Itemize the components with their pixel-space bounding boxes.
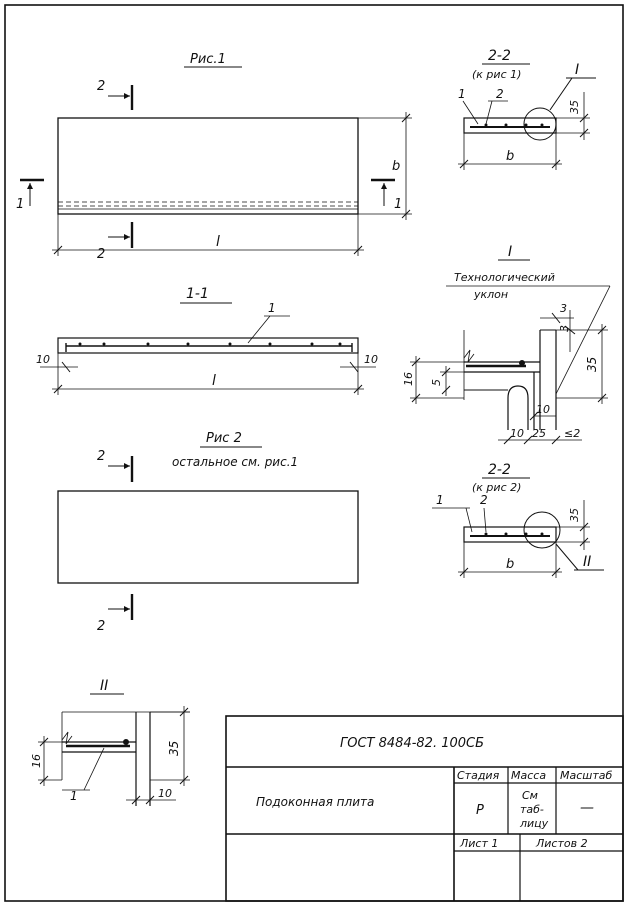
titleblock-code: ГОСТ 8484-82. 100СБ [340, 736, 484, 751]
sec22b-callout-label: II [583, 554, 591, 570]
detailII-dim-35: 35 [167, 741, 181, 756]
titleblock-header-mass: Масса [511, 769, 546, 782]
detailI-note-line2: уклон [473, 288, 508, 301]
section-1-1: 1-1 1 10 10 l [36, 286, 378, 395]
sec11-dim-10-left: 10 [36, 353, 50, 366]
titleblock-value-mass-2: таб- [520, 803, 544, 816]
fig2-section-2-bottom-label: 2 [97, 619, 105, 634]
fig2-subtitle: остальное см. рис.1 [172, 455, 298, 469]
sec22a-callout-label: I [575, 62, 579, 78]
detailI-dim-10a: 10 [536, 403, 550, 416]
fig1-dim-l: l [216, 234, 220, 250]
fig1-section-2-top-label: 2 [97, 79, 105, 94]
sec22b-dim-35: 35 [568, 508, 581, 522]
sec11-pos1: 1 [268, 301, 276, 315]
sec22a-dim-b: b [506, 149, 514, 164]
detailI-dim-35: 35 [585, 357, 599, 372]
sec22a-title: 2-2 [488, 48, 511, 64]
fig2-title: Рис 2 [206, 431, 242, 446]
sec22a-pos1: 1 [458, 87, 466, 101]
detailI-dim-25: 25 [532, 427, 546, 440]
figure-2: Рис 2 остальное см. рис.1 2 2 [57, 431, 359, 634]
sec22b-pos2: 2 [480, 493, 488, 507]
detailI-title: I [508, 244, 512, 260]
sec22b-slab [463, 526, 557, 543]
sec22b-pos1: 1 [436, 493, 444, 507]
sec11-title: 1-1 [186, 286, 209, 302]
sec22b-dim-b: b [506, 557, 514, 572]
detailII-dim-10: 10 [158, 787, 172, 800]
fig1-section-1-right-label: 1 [394, 197, 402, 212]
titleblock-name: Подоконная плита [256, 795, 374, 809]
fig1-dim-b: b [392, 159, 400, 174]
fig1-section-2-bottom-label: 2 [97, 247, 105, 262]
detailI-dim-5: 5 [430, 379, 443, 386]
detail-II: II 35 16 1 10 [30, 678, 190, 806]
sec22b-callout-circle [523, 511, 561, 549]
titleblock-value-mass-1: См [522, 789, 538, 802]
sec22b-subtitle: (к рис 2) [472, 481, 521, 494]
sec11-dim-10-right: 10 [364, 353, 378, 366]
detailI-dim-le2: ≤2 [564, 427, 580, 440]
titleblock-header-scale: Масштаб [560, 769, 612, 782]
title-block: ГОСТ 8484-82. 100СБ Подоконная плита Ста… [225, 715, 624, 902]
fig2-slab-outline [57, 490, 359, 584]
sec11-dim-l: l [212, 373, 216, 389]
detailI-dim-16: 16 [402, 372, 415, 386]
fig1-section-1-left-label: 1 [16, 197, 24, 212]
fig1-title: Рис.1 [190, 52, 226, 67]
sec22a-pos2: 2 [496, 87, 504, 101]
section-2-2-fig1: 2-2 (к рис 1) I 1 2 35 b [458, 48, 596, 170]
titleblock-header-stage: Стадия [457, 769, 500, 782]
detailII-pos1: 1 [70, 789, 78, 803]
titleblock-sheets: Листов 2 [535, 837, 588, 850]
sec22a-subtitle: (к рис 1) [472, 68, 521, 81]
detailI-note-line1: Технологический [454, 271, 555, 284]
section-2-2-fig2: 2-2 (к рис 2) II 1 2 35 b [432, 462, 604, 578]
sec11-slab [57, 337, 359, 354]
sec22a-callout-circle [523, 107, 557, 141]
titleblock-sheet: Лист 1 [459, 837, 498, 850]
detailII-dim-16: 16 [30, 754, 43, 768]
sec22a-dim-35: 35 [568, 100, 581, 114]
sec22b-title: 2-2 [488, 462, 511, 478]
detailI-dim-3a: 3 [560, 302, 567, 315]
figure-1: Рис.1 2 2 1 1 l [16, 52, 412, 262]
detailII-title: II [100, 678, 108, 694]
detailI-dim-10b: 10 [510, 427, 524, 440]
titleblock-value-scale: — [580, 800, 594, 816]
fig2-section-2-top-label: 2 [97, 449, 105, 464]
fig1-slab-outline [57, 117, 359, 215]
detail-I: I Технологический уклон 3 3 35 [402, 244, 611, 445]
titleblock-value-stage: Р [476, 803, 484, 818]
titleblock-value-mass-3: лицу [519, 817, 549, 830]
detailI-dim-3b: 3 [558, 325, 571, 332]
